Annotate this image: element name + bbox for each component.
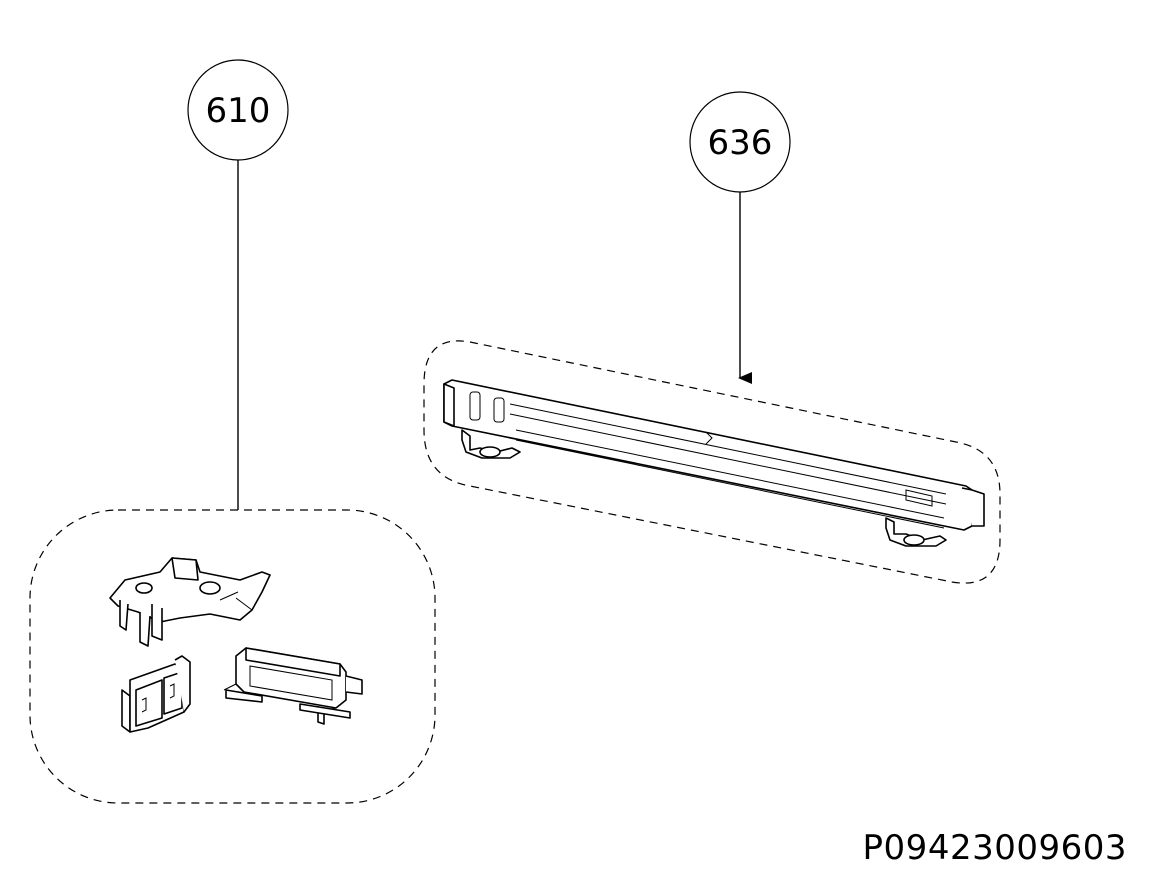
bracket-part <box>109 557 271 647</box>
holder-part <box>223 647 363 725</box>
callout-label: 610 <box>206 91 271 131</box>
callout-636: 636 <box>689 91 791 384</box>
rail-part <box>443 379 985 547</box>
clip-part <box>121 655 191 733</box>
document-number: P09423009603 <box>862 828 1127 868</box>
part-group-610-outline <box>29 509 436 804</box>
part-group-636-outline <box>423 340 1001 584</box>
callout-610: 610 <box>187 59 289 510</box>
callout-label: 636 <box>708 123 773 163</box>
